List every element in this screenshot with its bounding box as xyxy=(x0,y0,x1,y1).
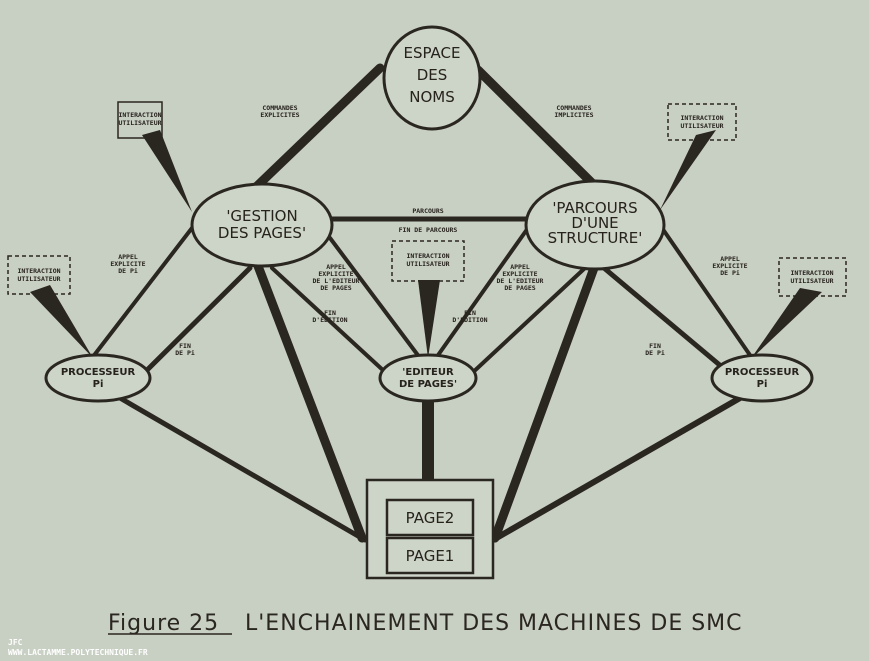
edge-processeur-right-parcours xyxy=(601,265,731,375)
edge-parcours-pages xyxy=(490,263,599,543)
label-fin-de-parcours: FIN DE PARCOURS xyxy=(399,226,458,234)
edge-parcours-processeur-right xyxy=(660,226,754,360)
connectors xyxy=(90,63,754,543)
edge-gestion-editeur xyxy=(328,236,422,360)
edge-editeur-parcours xyxy=(468,266,587,377)
edge-processeur-left-gestion xyxy=(132,265,253,385)
wedge-processeur-right xyxy=(750,288,822,360)
svg-text:WWW.LACTAMME.POLYTECHNIQUE.FR: WWW.LACTAMME.POLYTECHNIQUE.FR xyxy=(8,648,148,657)
interaction-wedges xyxy=(30,130,822,360)
edge-processeur-right-pages xyxy=(490,395,743,543)
page1-box xyxy=(385,536,475,575)
edge-gestion-pages xyxy=(253,261,367,543)
edge-espace-parcours xyxy=(473,65,597,188)
page2-label: PAGE2 xyxy=(406,509,455,527)
watermark: JFC WWW.LACTAMME.POLYTECHNIQUE.FR xyxy=(8,638,148,657)
label-parcours: PARCOURS xyxy=(412,207,443,215)
figure-caption: Figure 25 L'ENCHAINEMENT DES MACHINES DE… xyxy=(108,611,743,636)
caption-text: L'ENCHAINEMENT DES MACHINES DE SMC xyxy=(245,611,743,636)
svg-text:JFC: JFC xyxy=(8,638,23,647)
caption-figure-number: Figure 25 xyxy=(108,611,219,636)
page2-box xyxy=(385,498,475,537)
edge-processeur-left-pages xyxy=(117,395,368,543)
page1-label: PAGE1 xyxy=(406,547,455,565)
node-pages: PAGE2 PAGE1 xyxy=(365,478,495,580)
wedge-editeur xyxy=(418,280,440,358)
edge-gestion-processeur-left xyxy=(90,226,194,360)
edge-espace-gestion xyxy=(250,63,385,193)
wedge-processeur-left xyxy=(30,285,93,358)
edge-editeur-gestion xyxy=(270,266,387,374)
wedge-parcours xyxy=(660,130,716,210)
wedge-gestion xyxy=(142,130,192,212)
edge-parcours-editeur xyxy=(434,226,530,360)
